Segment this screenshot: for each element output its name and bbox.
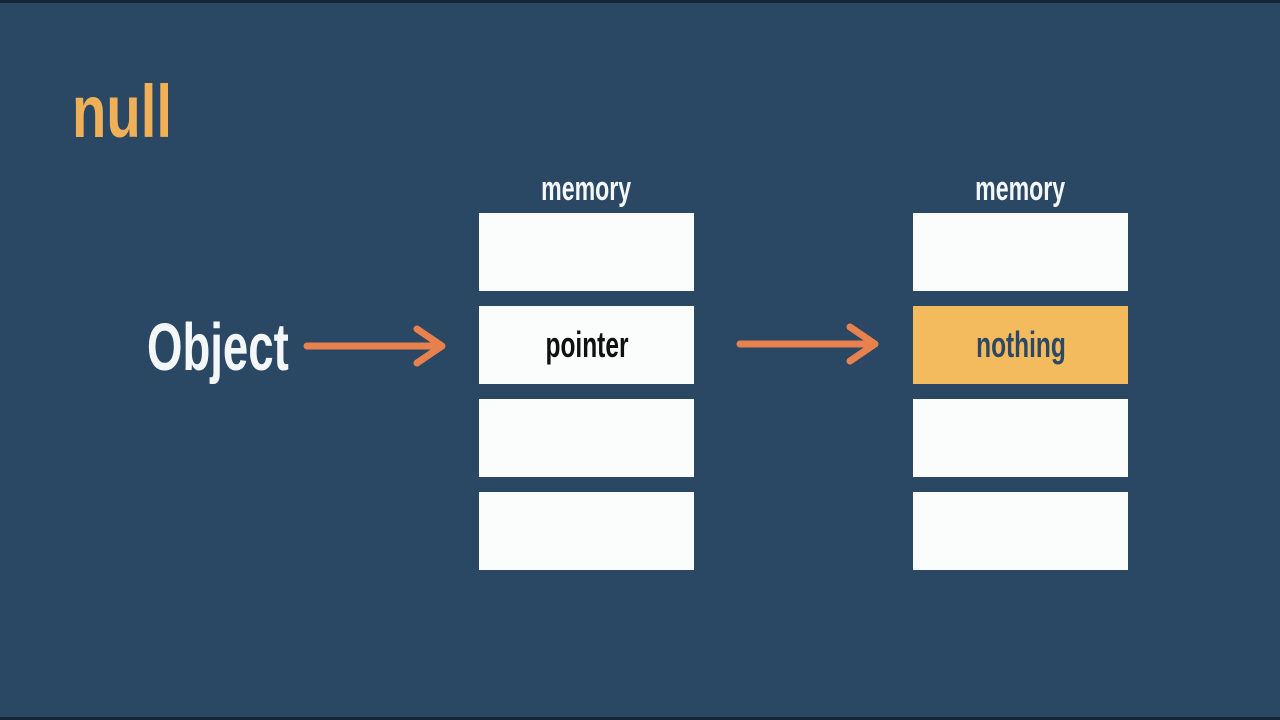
letterbox-top (0, 0, 1280, 3)
memory-cell (479, 213, 694, 291)
memory-cell (479, 399, 694, 477)
memory-cell (479, 492, 694, 570)
arrow-right-icon (303, 325, 446, 367)
memory-column-2-header: memory (913, 172, 1128, 206)
memory-cell (913, 213, 1128, 291)
arrow-right-icon (736, 323, 879, 365)
cell-label: nothing (975, 324, 1066, 365)
memory-cell-nothing: nothing (913, 306, 1128, 384)
cell-label: pointer (545, 324, 628, 365)
memory-label: memory (541, 170, 632, 208)
memory-cell (913, 492, 1128, 570)
memory-column-1-header: memory (479, 172, 694, 206)
memory-cell (913, 399, 1128, 477)
letterbox-bottom (0, 717, 1280, 720)
memory-label: memory (975, 170, 1066, 208)
object-label: Object (147, 310, 289, 385)
memory-column-1: pointer (479, 213, 694, 570)
slide-title: null (72, 70, 172, 153)
memory-cell-pointer: pointer (479, 306, 694, 384)
memory-column-2: nothing (913, 213, 1128, 570)
